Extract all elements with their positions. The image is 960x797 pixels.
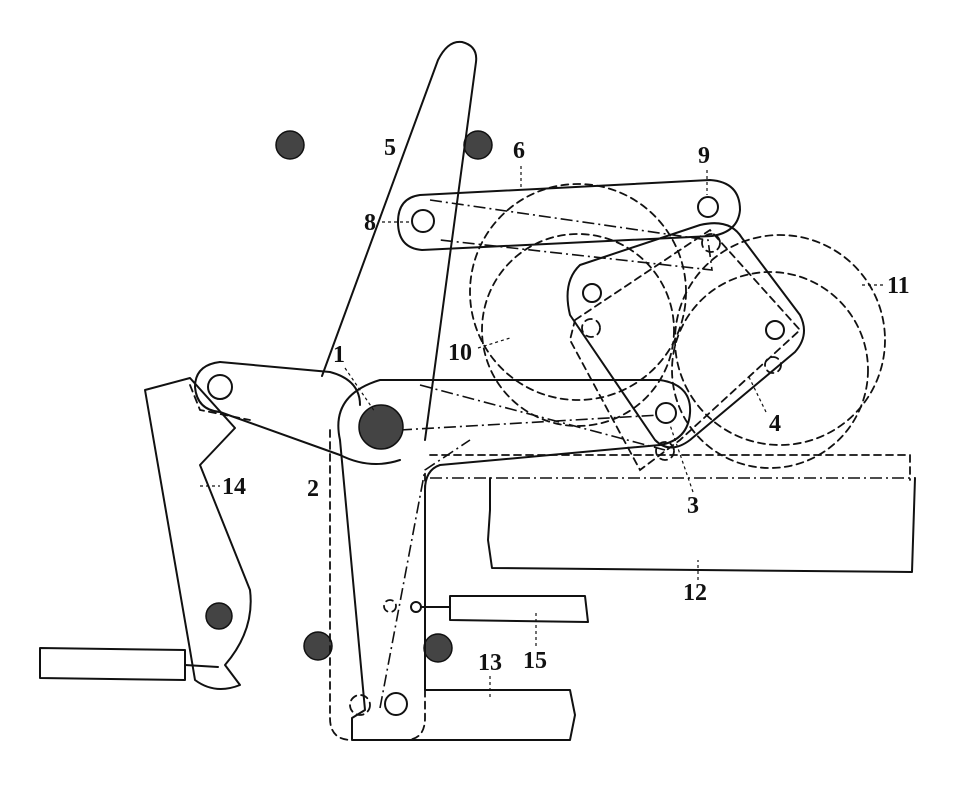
bar-left-link	[184, 664, 219, 668]
bar-left	[39, 647, 186, 681]
plate-4-alt-outline	[569, 228, 802, 472]
bar-15	[449, 595, 589, 623]
frame-pin	[303, 631, 333, 661]
label-6: 6	[513, 138, 525, 164]
pivot-8	[411, 209, 435, 233]
frame-pin	[423, 633, 453, 663]
label-12: 12	[683, 580, 707, 606]
pin-alt	[383, 599, 397, 613]
label-8: 8	[364, 210, 376, 236]
label-5: 5	[384, 135, 396, 161]
plate-4	[566, 222, 805, 449]
pin-alt	[655, 441, 675, 461]
pin-alt	[701, 233, 721, 253]
leader-1	[344, 367, 376, 413]
labels: 1 2 3 4 5 6 8 9 10 11 12 13 14 15	[200, 135, 910, 700]
label-1: 1	[333, 342, 345, 368]
body-2-hole	[384, 692, 408, 716]
pin-alt	[349, 694, 371, 716]
plate-4-hole	[765, 320, 785, 340]
frame-pin	[205, 602, 233, 630]
link-6	[397, 179, 741, 251]
bar-15-pin	[410, 601, 422, 613]
pivot-9	[697, 196, 719, 218]
label-14: 14	[222, 474, 246, 500]
lever-14	[144, 377, 252, 690]
label-4: 4	[769, 411, 781, 437]
lever-alt-line	[399, 384, 666, 451]
link-5	[321, 40, 478, 441]
label-9: 9	[698, 143, 710, 169]
body-2	[337, 379, 692, 741]
lever-pivot	[207, 374, 233, 400]
plate-4-hole	[582, 283, 602, 303]
label-13: 13	[478, 650, 502, 676]
label-10: 10	[448, 340, 472, 366]
pin-alt	[581, 318, 601, 338]
table-12	[487, 477, 916, 573]
leader-4	[747, 374, 767, 413]
frame-pin	[275, 130, 305, 160]
roller-10-outline	[469, 183, 687, 401]
link-6-alt-outline	[429, 199, 713, 271]
roller-10-outline-inner	[481, 233, 675, 427]
label-2: 2	[307, 476, 319, 502]
table-12-alt-outline	[429, 454, 911, 481]
label-3: 3	[687, 493, 699, 519]
pivot-3	[655, 402, 677, 424]
label-15: 15	[523, 648, 547, 674]
roller-11-outline-inner	[671, 271, 869, 469]
label-11: 11	[887, 273, 910, 299]
pivot-1	[358, 404, 404, 450]
connecting-lever-end	[194, 361, 221, 413]
connecting-lever	[219, 361, 401, 465]
arm-2-alt-centerline	[379, 439, 471, 709]
alternate-position-outlines	[189, 183, 915, 741]
roller-11-outline	[674, 234, 886, 446]
frame-pin	[463, 130, 493, 160]
